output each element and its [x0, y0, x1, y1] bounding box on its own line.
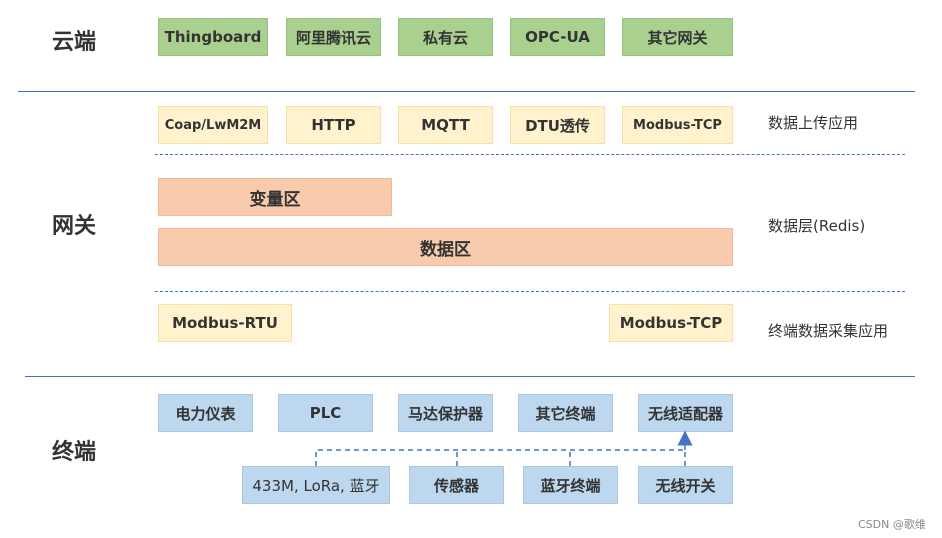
- terminal-item-wireless-protocols: 433M, LoRa, 蓝牙: [242, 466, 390, 504]
- terminal-item-wireless-switch: 无线开关: [638, 466, 733, 504]
- variable-zone: 变量区: [158, 178, 392, 216]
- connector-horizontal: [315, 449, 685, 466]
- cloud-item-ali-tencent: 阿里腾讯云: [286, 18, 381, 56]
- collect-item-modbus-rtu: Modbus-RTU: [158, 304, 292, 342]
- gateway-layer-title: 网关: [52, 214, 97, 239]
- terminal-item-wireless-adapter: 无线适配器: [638, 394, 733, 432]
- cloud-item-other-gateway: 其它网关: [622, 18, 733, 56]
- upload-layer-label: 数据上传应用: [768, 114, 859, 132]
- upload-item-coap: Coap/LwM2M: [158, 106, 268, 144]
- data-collect-divider: [155, 291, 905, 292]
- terminal-item-sensor: 传感器: [409, 466, 504, 504]
- cloud-gateway-divider: [18, 91, 915, 92]
- terminal-item-plc: PLC: [278, 394, 373, 432]
- upload-item-dtu: DTU透传: [510, 106, 605, 144]
- cloud-item-opc-ua: OPC-UA: [510, 18, 605, 56]
- upload-item-http: HTTP: [286, 106, 381, 144]
- data-zone: 数据区: [158, 228, 733, 266]
- terminal-item-motor-protector: 马达保护器: [398, 394, 493, 432]
- watermark: CSDN @歌维: [858, 518, 926, 531]
- gateway-terminal-divider: [25, 376, 915, 377]
- terminal-item-power-meter: 电力仪表: [158, 394, 253, 432]
- cloud-layer-title: 云端: [52, 30, 97, 55]
- terminal-item-other-terminal: 其它终端: [518, 394, 613, 432]
- cloud-item-thingboard: Thingboard: [158, 18, 268, 56]
- cloud-item-private-cloud: 私有云: [398, 18, 493, 56]
- upload-data-divider: [155, 154, 905, 155]
- terminal-item-bt-terminal: 蓝牙终端: [523, 466, 618, 504]
- data-layer-label: 数据层(Redis): [768, 217, 866, 235]
- upload-item-mqtt: MQTT: [398, 106, 493, 144]
- upload-item-modbus-tcp: Modbus-TCP: [622, 106, 733, 144]
- terminal-layer-title: 终端: [52, 440, 97, 465]
- collect-item-modbus-tcp: Modbus-TCP: [609, 304, 733, 342]
- collect-layer-label: 终端数据采集应用: [768, 322, 889, 340]
